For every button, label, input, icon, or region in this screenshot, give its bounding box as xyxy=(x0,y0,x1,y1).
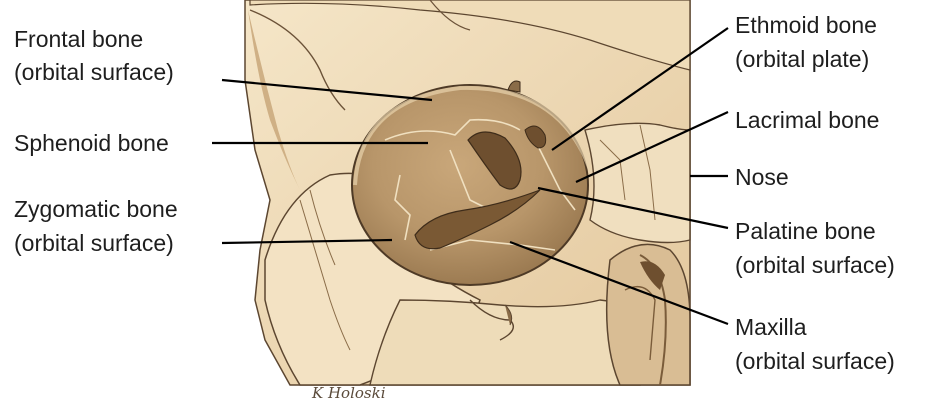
label-ethmoid-sub: (orbital plate) xyxy=(735,44,869,74)
label-frontal-sub: (orbital surface) xyxy=(14,57,174,87)
label-palatine-sub: (orbital surface) xyxy=(735,250,895,280)
label-palatine-bone: Palatine bone xyxy=(735,216,876,246)
label-lacrimal-bone: Lacrimal bone xyxy=(735,105,879,135)
label-frontal-bone: Frontal bone xyxy=(14,24,143,54)
label-maxilla-sub: (orbital surface) xyxy=(735,346,895,376)
label-sphenoid-bone: Sphenoid bone xyxy=(14,128,169,158)
label-zygomatic-sub: (orbital surface) xyxy=(14,228,174,258)
artist-signature: K Holoski xyxy=(312,384,386,402)
label-ethmoid-bone: Ethmoid bone xyxy=(735,10,877,40)
maxilla-region xyxy=(370,300,640,385)
label-zygomatic-bone: Zygomatic bone xyxy=(14,194,178,224)
label-maxilla: Maxilla xyxy=(735,312,807,342)
label-nose: Nose xyxy=(735,162,789,192)
